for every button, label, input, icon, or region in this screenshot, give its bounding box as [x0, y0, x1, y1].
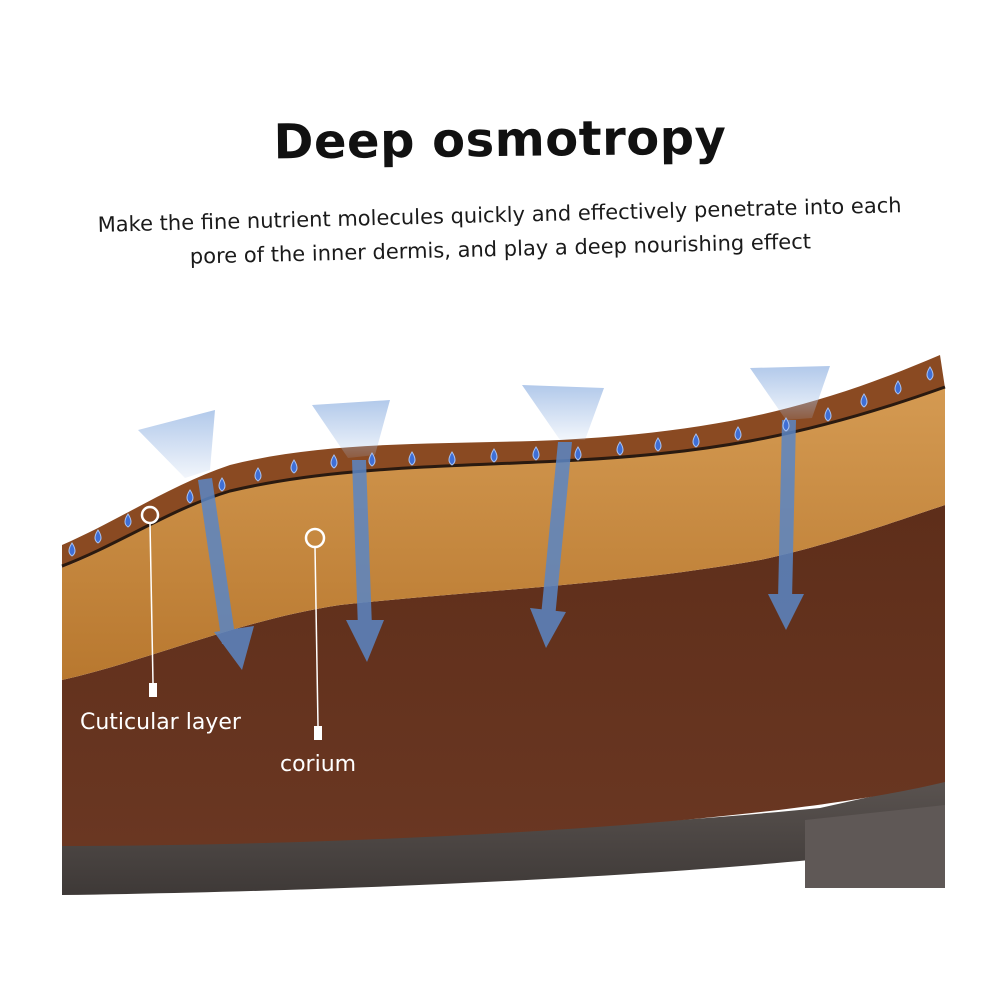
corium-layer: [62, 388, 945, 680]
water-drop-icon: [490, 448, 498, 463]
water-drop-icon: [824, 407, 832, 422]
water-drop-icon: [692, 433, 700, 448]
water-drop-icon: [894, 380, 902, 395]
water-drop-icon: [218, 477, 226, 492]
down-arrow-icon: [346, 460, 384, 662]
water-drop-icon: [574, 446, 582, 461]
inner-layer: [62, 505, 945, 846]
water-drop-icon: [368, 452, 376, 467]
penetration-beams: [138, 366, 830, 478]
corium-pointer: [304, 527, 326, 740]
sole-layer: [62, 780, 945, 895]
beam-2: [312, 400, 390, 458]
cuticular-layer-label: Cuticular layer: [80, 710, 241, 735]
water-drop-icon: [782, 417, 790, 432]
down-arrow-icon: [198, 478, 254, 670]
down-arrow-icon: [768, 420, 804, 630]
water-drops: [68, 366, 934, 557]
beam-1: [138, 410, 215, 478]
cuticle-pointer: [140, 505, 160, 697]
water-drop-icon: [408, 451, 416, 466]
water-drop-icon: [734, 426, 742, 441]
water-drop-icon: [448, 451, 456, 466]
water-drop-icon: [926, 366, 934, 381]
water-drop-icon: [860, 393, 868, 408]
water-drop-icon: [94, 529, 102, 544]
water-drop-icon: [68, 542, 76, 557]
penetration-arrows: [198, 420, 804, 670]
down-arrow-icon: [530, 442, 572, 648]
corium-label: corium: [280, 752, 357, 777]
cuticular-layer: [62, 355, 945, 568]
water-drop-icon: [186, 489, 194, 504]
water-drop-icon: [616, 441, 624, 456]
beam-4: [750, 366, 830, 420]
water-drop-icon: [654, 437, 662, 452]
water-drop-icon: [254, 467, 262, 482]
heel-block: [805, 805, 945, 888]
beam-3: [522, 385, 604, 440]
water-drop-icon: [532, 446, 540, 461]
water-drop-icon: [124, 513, 132, 528]
water-drop-icon: [290, 459, 298, 474]
water-drop-icon: [330, 454, 338, 469]
